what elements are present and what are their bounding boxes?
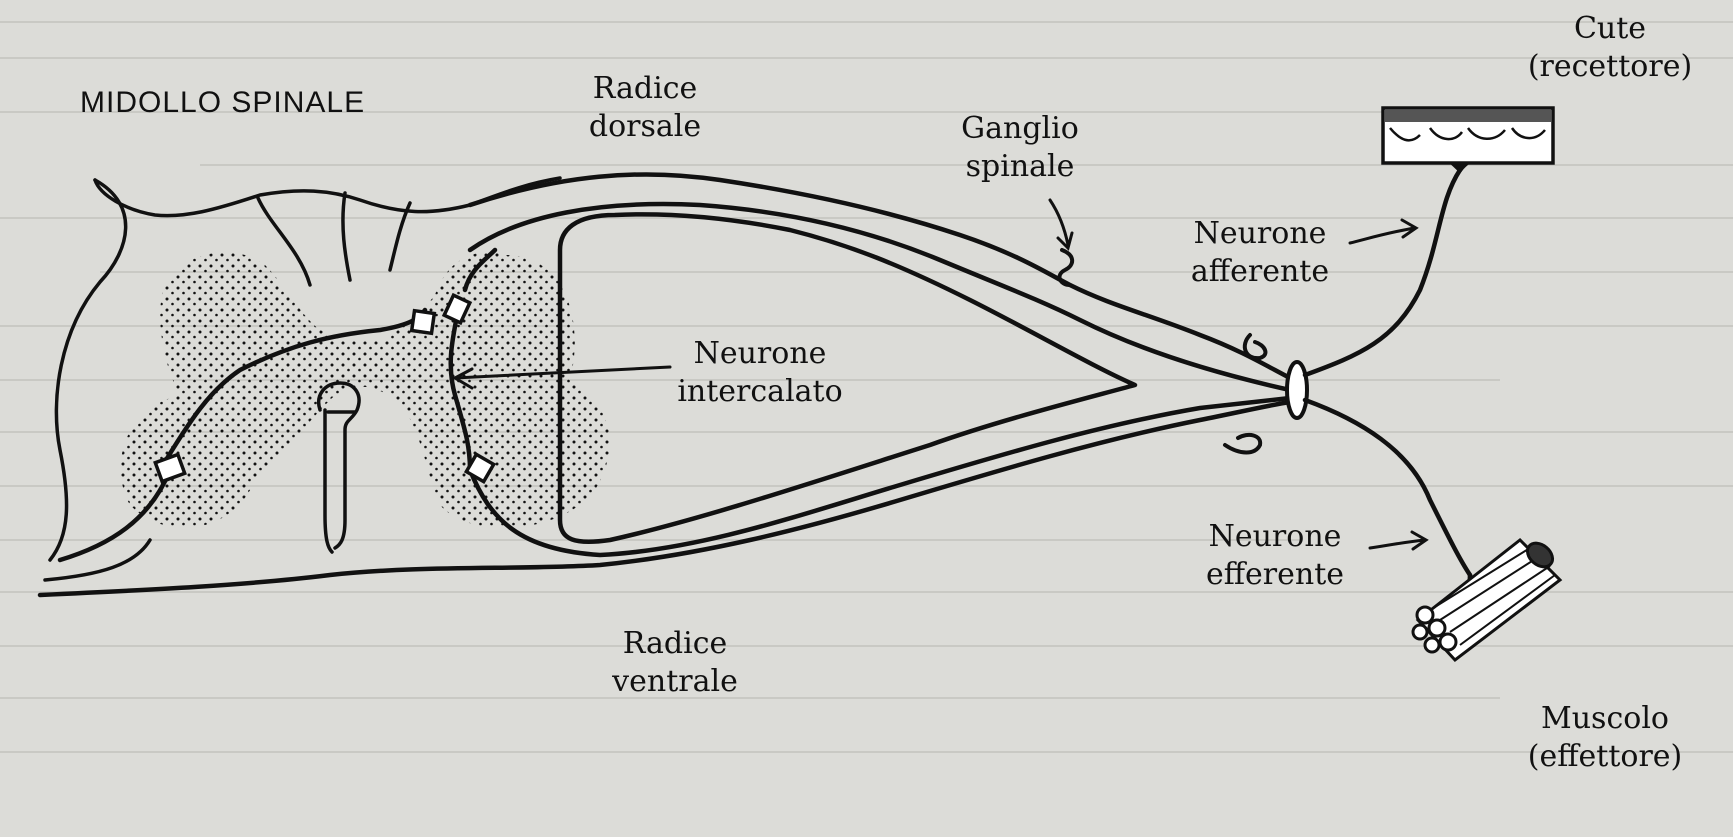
label-efferent-neuron: Neurone efferente	[1185, 518, 1365, 594]
label-afferent-neuron: Neurone afferente	[1170, 215, 1350, 291]
skin-receptor	[1383, 108, 1553, 163]
label-ventral-root: Radice ventrale	[590, 625, 760, 701]
label-line: Radice	[590, 625, 760, 663]
muscle-effector	[1413, 538, 1560, 660]
label-line: (effettore)	[1505, 738, 1705, 776]
label-muscle-effector: Muscolo (effettore)	[1505, 700, 1705, 776]
label-line: Muscolo	[1505, 700, 1705, 738]
label-line: spinale	[950, 148, 1090, 186]
label-line: intercalato	[660, 373, 860, 411]
label-line: Ganglio	[950, 110, 1090, 148]
label-line: Neurone	[1170, 215, 1350, 253]
label-line: Cute	[1510, 10, 1710, 48]
label-line: Neurone	[660, 335, 860, 373]
label-interneuron: Neurone intercalato	[660, 335, 860, 411]
label-dorsal-root: Radice dorsale	[565, 70, 725, 146]
label-line: Radice	[565, 70, 725, 108]
label-line: afferente	[1170, 253, 1350, 291]
label-line: Neurone	[1185, 518, 1365, 556]
label-line: dorsale	[565, 108, 725, 146]
label-line: efferente	[1185, 556, 1365, 594]
label-skin-receptor: Cute (recettore)	[1510, 10, 1710, 86]
label-spinal-cord: MIDOLLO SPINALE	[80, 84, 365, 122]
label-spinal-ganglion: Ganglio spinale	[950, 110, 1090, 186]
label-line: ventrale	[590, 663, 760, 701]
label-line: (recettore)	[1510, 48, 1710, 86]
